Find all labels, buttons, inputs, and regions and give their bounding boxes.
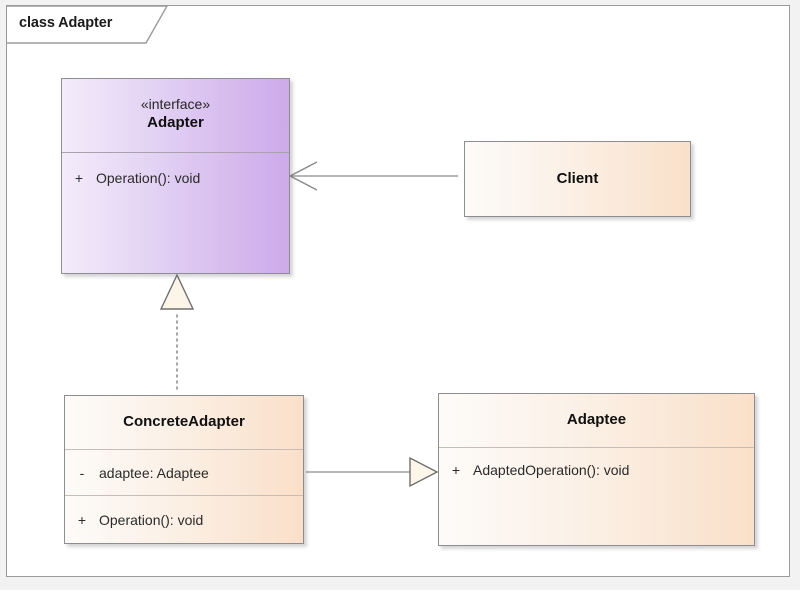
adaptee-class-name: Adaptee <box>566 411 627 429</box>
frame-title-tab: class Adapter <box>7 6 182 44</box>
concreteadapter-attributes-compartment: - adaptee: Adaptee <box>65 449 303 495</box>
adaptee-operations-compartment: + AdaptedOperation(): void <box>439 447 754 545</box>
frame-tab-shape <box>7 6 168 44</box>
class-box-adaptee[interactable]: Adaptee + AdaptedOperation(): void <box>438 393 755 546</box>
frame-title-label: class Adapter <box>19 15 113 31</box>
adapter-operation-row: + Operation(): void <box>62 170 289 186</box>
class-box-adapter[interactable]: «interface» Adapter + Operation(): void <box>61 78 290 274</box>
visibility-marker: + <box>451 462 461 478</box>
adapter-class-name: Adapter <box>147 113 204 131</box>
operation-signature: Operation(): void <box>96 170 201 186</box>
adapter-stereotype: «interface» <box>140 96 211 112</box>
concreteadapter-operation-row: + Operation(): void <box>65 512 203 528</box>
connector-realization-concreteadapter-to-adapter <box>159 273 195 390</box>
concreteadapter-operations-compartment: + Operation(): void <box>65 495 303 543</box>
adapter-operations-compartment: + Operation(): void <box>62 152 289 273</box>
attribute-signature: adaptee: Adaptee <box>99 464 209 481</box>
diagram-frame: class Adapter «interface» <box>6 5 790 577</box>
visibility-marker: + <box>77 511 87 528</box>
operation-signature: Operation(): void <box>99 511 204 528</box>
visibility-marker: + <box>74 170 84 186</box>
connector-concreteadapter-to-adaptee <box>306 456 439 488</box>
concreteadapter-class-name: ConcreteAdapter <box>123 413 245 431</box>
visibility-marker: - <box>79 464 85 481</box>
adaptee-header-compartment: Adaptee <box>439 394 754 447</box>
client-header-compartment: Client <box>465 142 690 216</box>
client-class-name: Client <box>556 169 599 187</box>
adaptee-operation-row: + AdaptedOperation(): void <box>439 462 754 478</box>
concreteadapter-header-compartment: ConcreteAdapter <box>65 396 303 449</box>
class-box-concreteadapter[interactable]: ConcreteAdapter - adaptee: Adaptee + Ope… <box>64 395 304 544</box>
adapter-header-compartment: «interface» Adapter <box>62 79 289 152</box>
operation-signature: AdaptedOperation(): void <box>473 462 630 478</box>
concreteadapter-attribute-row: - adaptee: Adaptee <box>65 465 209 481</box>
class-box-client[interactable]: Client <box>464 141 691 217</box>
connector-client-to-adapter <box>288 161 458 191</box>
